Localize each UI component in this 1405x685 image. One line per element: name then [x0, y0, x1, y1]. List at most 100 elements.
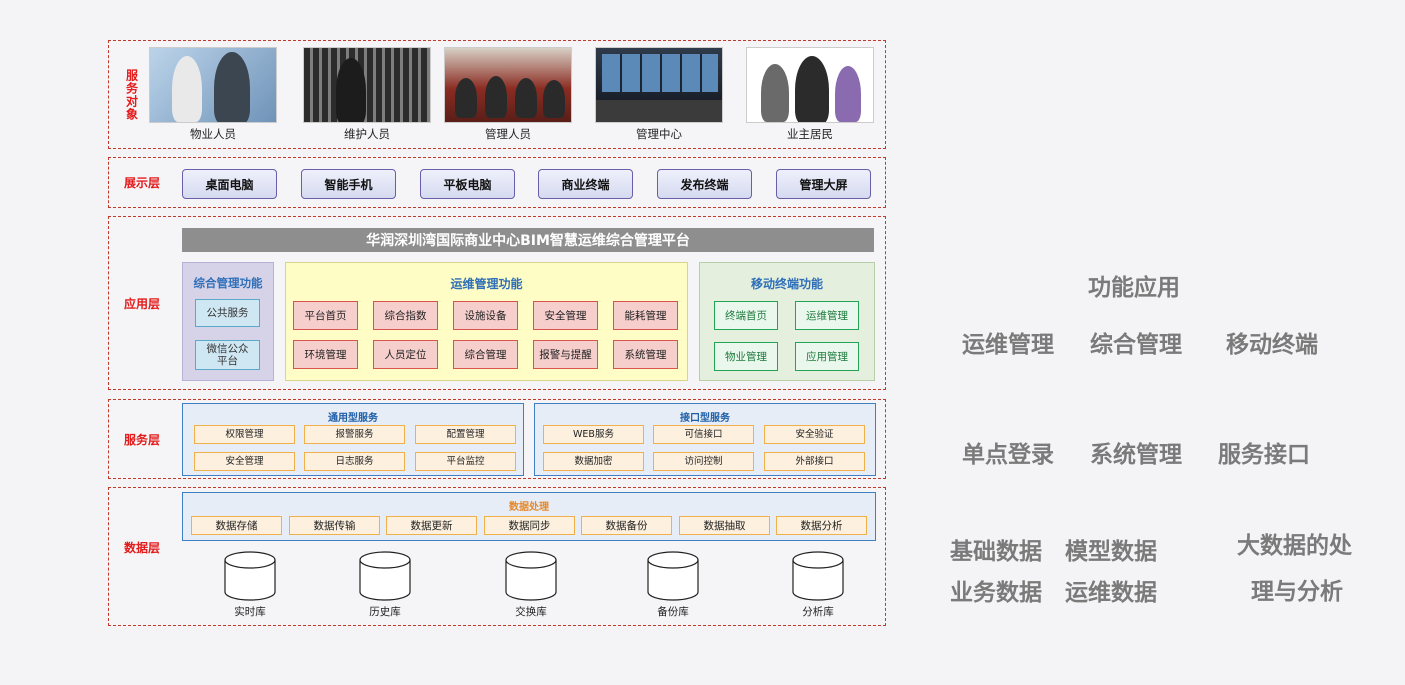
- person-list: 物业人员 维护人员 管理人员 管理中心: [149, 47, 874, 143]
- mobile-item-ops[interactable]: 运维管理: [795, 301, 859, 330]
- person-caption: 物业人员: [190, 127, 236, 141]
- dp-item-analysis[interactable]: 数据分析: [776, 516, 867, 535]
- op-item-index[interactable]: 综合指数: [373, 301, 438, 330]
- property-staff-photo: [149, 47, 277, 123]
- right-mobile-terminal: 移动终端: [1226, 332, 1318, 358]
- db-analysis[interactable]: 分析库: [791, 550, 845, 619]
- maintenance-staff-photo: [303, 47, 431, 123]
- application-layer-label: 应用层: [123, 296, 160, 311]
- right-business-data: 业务数据: [950, 580, 1042, 606]
- dp-item-update[interactable]: 数据更新: [386, 516, 477, 535]
- op-item-system[interactable]: 系统管理: [613, 340, 678, 369]
- func-app-heading: 功能应用: [1088, 275, 1180, 301]
- gs-item-security[interactable]: 安全管理: [194, 452, 295, 471]
- device-commercial-terminal[interactable]: 商业终端: [538, 169, 633, 199]
- right-basic-data: 基础数据: [950, 539, 1042, 565]
- service-objects-label: 服务对象: [124, 68, 139, 121]
- db-caption: 交换库: [515, 606, 547, 618]
- mobile-item-app[interactable]: 应用管理: [795, 342, 859, 371]
- device-smartphone[interactable]: 智能手机: [301, 169, 396, 199]
- interface-service-panel: 接口型服务 WEB服务 可信接口 安全验证 数据加密 访问控制 外部接口: [534, 403, 876, 476]
- op-item-positioning[interactable]: 人员定位: [373, 340, 438, 369]
- operation-panel: 运维管理功能 平台首页 综合指数 设施设备 安全管理 能耗管理 环境管理 人员定…: [285, 262, 688, 381]
- device-big-screen[interactable]: 管理大屏: [776, 169, 871, 199]
- person-property-staff: 物业人员: [149, 47, 277, 142]
- db-history[interactable]: 历史库: [358, 550, 412, 619]
- comprehensive-title: 综合管理功能: [193, 276, 263, 290]
- service-objects-layer: 服务对象 物业人员 维护人员 管理人员: [108, 40, 886, 149]
- gs-item-monitor[interactable]: 平台监控: [415, 452, 516, 471]
- op-item-energy[interactable]: 能耗管理: [613, 301, 678, 330]
- is-item-web[interactable]: WEB服务: [543, 425, 644, 444]
- dp-item-backup[interactable]: 数据备份: [581, 516, 672, 535]
- mobile-item-property[interactable]: 物业管理: [714, 342, 778, 371]
- management-center-photo: [595, 47, 723, 123]
- person-caption: 维护人员: [344, 127, 390, 141]
- dp-item-storage[interactable]: 数据存储: [191, 516, 282, 535]
- platform-title: 华润深圳湾国际商业中心BIM智慧运维综合管理平台: [182, 228, 874, 252]
- db-exchange[interactable]: 交换库: [504, 550, 558, 619]
- db-caption: 备份库: [657, 606, 689, 618]
- database-icon: [224, 551, 276, 601]
- op-item-environment[interactable]: 环境管理: [293, 340, 358, 369]
- person-residents: 业主居民: [746, 47, 874, 142]
- right-big-data-line1: 大数据的处: [1237, 533, 1352, 559]
- data-processing-title: 数据处理: [509, 502, 549, 513]
- is-item-encrypt[interactable]: 数据加密: [543, 452, 644, 471]
- right-ops-data: 运维数据: [1065, 580, 1157, 606]
- mobile-panel: 移动终端功能 终端首页 运维管理 物业管理 应用管理: [699, 262, 875, 381]
- public-service-item[interactable]: 公共服务: [195, 299, 260, 327]
- is-item-auth[interactable]: 安全验证: [764, 425, 865, 444]
- person-caption: 业主居民: [787, 127, 833, 141]
- data-layer: 数据层 数据处理 数据存储 数据传输 数据更新 数据同步 数据备份 数据抽取 数…: [108, 487, 886, 626]
- wechat-platform-item[interactable]: 微信公众平台: [195, 340, 260, 370]
- is-item-access[interactable]: 访问控制: [653, 452, 754, 471]
- general-service-panel: 通用型服务 权限管理 报警服务 配置管理 安全管理 日志服务 平台监控: [182, 403, 524, 476]
- gs-item-permission[interactable]: 权限管理: [194, 425, 295, 444]
- service-layer-label: 服务层: [123, 432, 160, 447]
- person-caption: 管理中心: [636, 127, 682, 141]
- op-item-alarm[interactable]: 报警与提醒: [533, 340, 598, 369]
- display-layer-label: 展示层: [123, 176, 160, 190]
- db-realtime[interactable]: 实时库: [223, 550, 277, 619]
- is-item-external[interactable]: 外部接口: [764, 452, 865, 471]
- service-layer: 服务层 通用型服务 权限管理 报警服务 配置管理 安全管理 日志服务 平台监控 …: [108, 399, 886, 479]
- gs-item-alarm[interactable]: 报警服务: [304, 425, 405, 444]
- device-publish-terminal[interactable]: 发布终端: [657, 169, 752, 199]
- person-management-center: 管理中心: [595, 47, 723, 142]
- is-item-trusted[interactable]: 可信接口: [653, 425, 754, 444]
- right-big-data-line2: 理与分析: [1251, 579, 1343, 605]
- data-processing-panel: 数据处理 数据存储 数据传输 数据更新 数据同步 数据备份 数据抽取 数据分析: [182, 492, 876, 541]
- application-layer: 应用层 华润深圳湾国际商业中心BIM智慧运维综合管理平台 综合管理功能 公共服务…: [108, 216, 886, 390]
- managers-photo: [444, 47, 572, 123]
- person-maintenance-staff: 维护人员: [303, 47, 431, 142]
- dp-item-extract[interactable]: 数据抽取: [679, 516, 770, 535]
- device-tablet[interactable]: 平板电脑: [420, 169, 515, 199]
- op-item-facility[interactable]: 设施设备: [453, 301, 518, 330]
- op-item-integrated[interactable]: 综合管理: [453, 340, 518, 369]
- device-desktop[interactable]: 桌面电脑: [182, 169, 277, 199]
- db-backup[interactable]: 备份库: [646, 550, 700, 619]
- gs-item-log[interactable]: 日志服务: [304, 452, 405, 471]
- right-system-mgmt: 系统管理: [1090, 442, 1182, 468]
- op-item-home[interactable]: 平台首页: [293, 301, 358, 330]
- mobile-title: 移动终端功能: [750, 277, 823, 291]
- db-caption: 实时库: [234, 606, 266, 618]
- database-icon: [647, 551, 699, 601]
- dp-item-transfer[interactable]: 数据传输: [289, 516, 380, 535]
- interface-service-title: 接口型服务: [680, 413, 730, 424]
- database-icon: [792, 551, 844, 601]
- gs-item-config[interactable]: 配置管理: [415, 425, 516, 444]
- dp-item-sync[interactable]: 数据同步: [484, 516, 575, 535]
- database-icon: [359, 551, 411, 601]
- mobile-item-home[interactable]: 终端首页: [714, 301, 778, 330]
- person-caption: 管理人员: [485, 127, 531, 141]
- right-ops-mgmt: 运维管理: [962, 332, 1054, 358]
- db-caption: 分析库: [802, 606, 834, 618]
- display-layer: 展示层 桌面电脑 智能手机 平板电脑 商业终端 发布终端 管理大屏: [108, 157, 886, 208]
- right-sso: 单点登录: [962, 442, 1054, 468]
- data-layer-label: 数据层: [123, 540, 160, 555]
- database-icon: [505, 551, 557, 601]
- op-item-security[interactable]: 安全管理: [533, 301, 598, 330]
- right-comprehensive-mgmt: 综合管理: [1090, 332, 1182, 358]
